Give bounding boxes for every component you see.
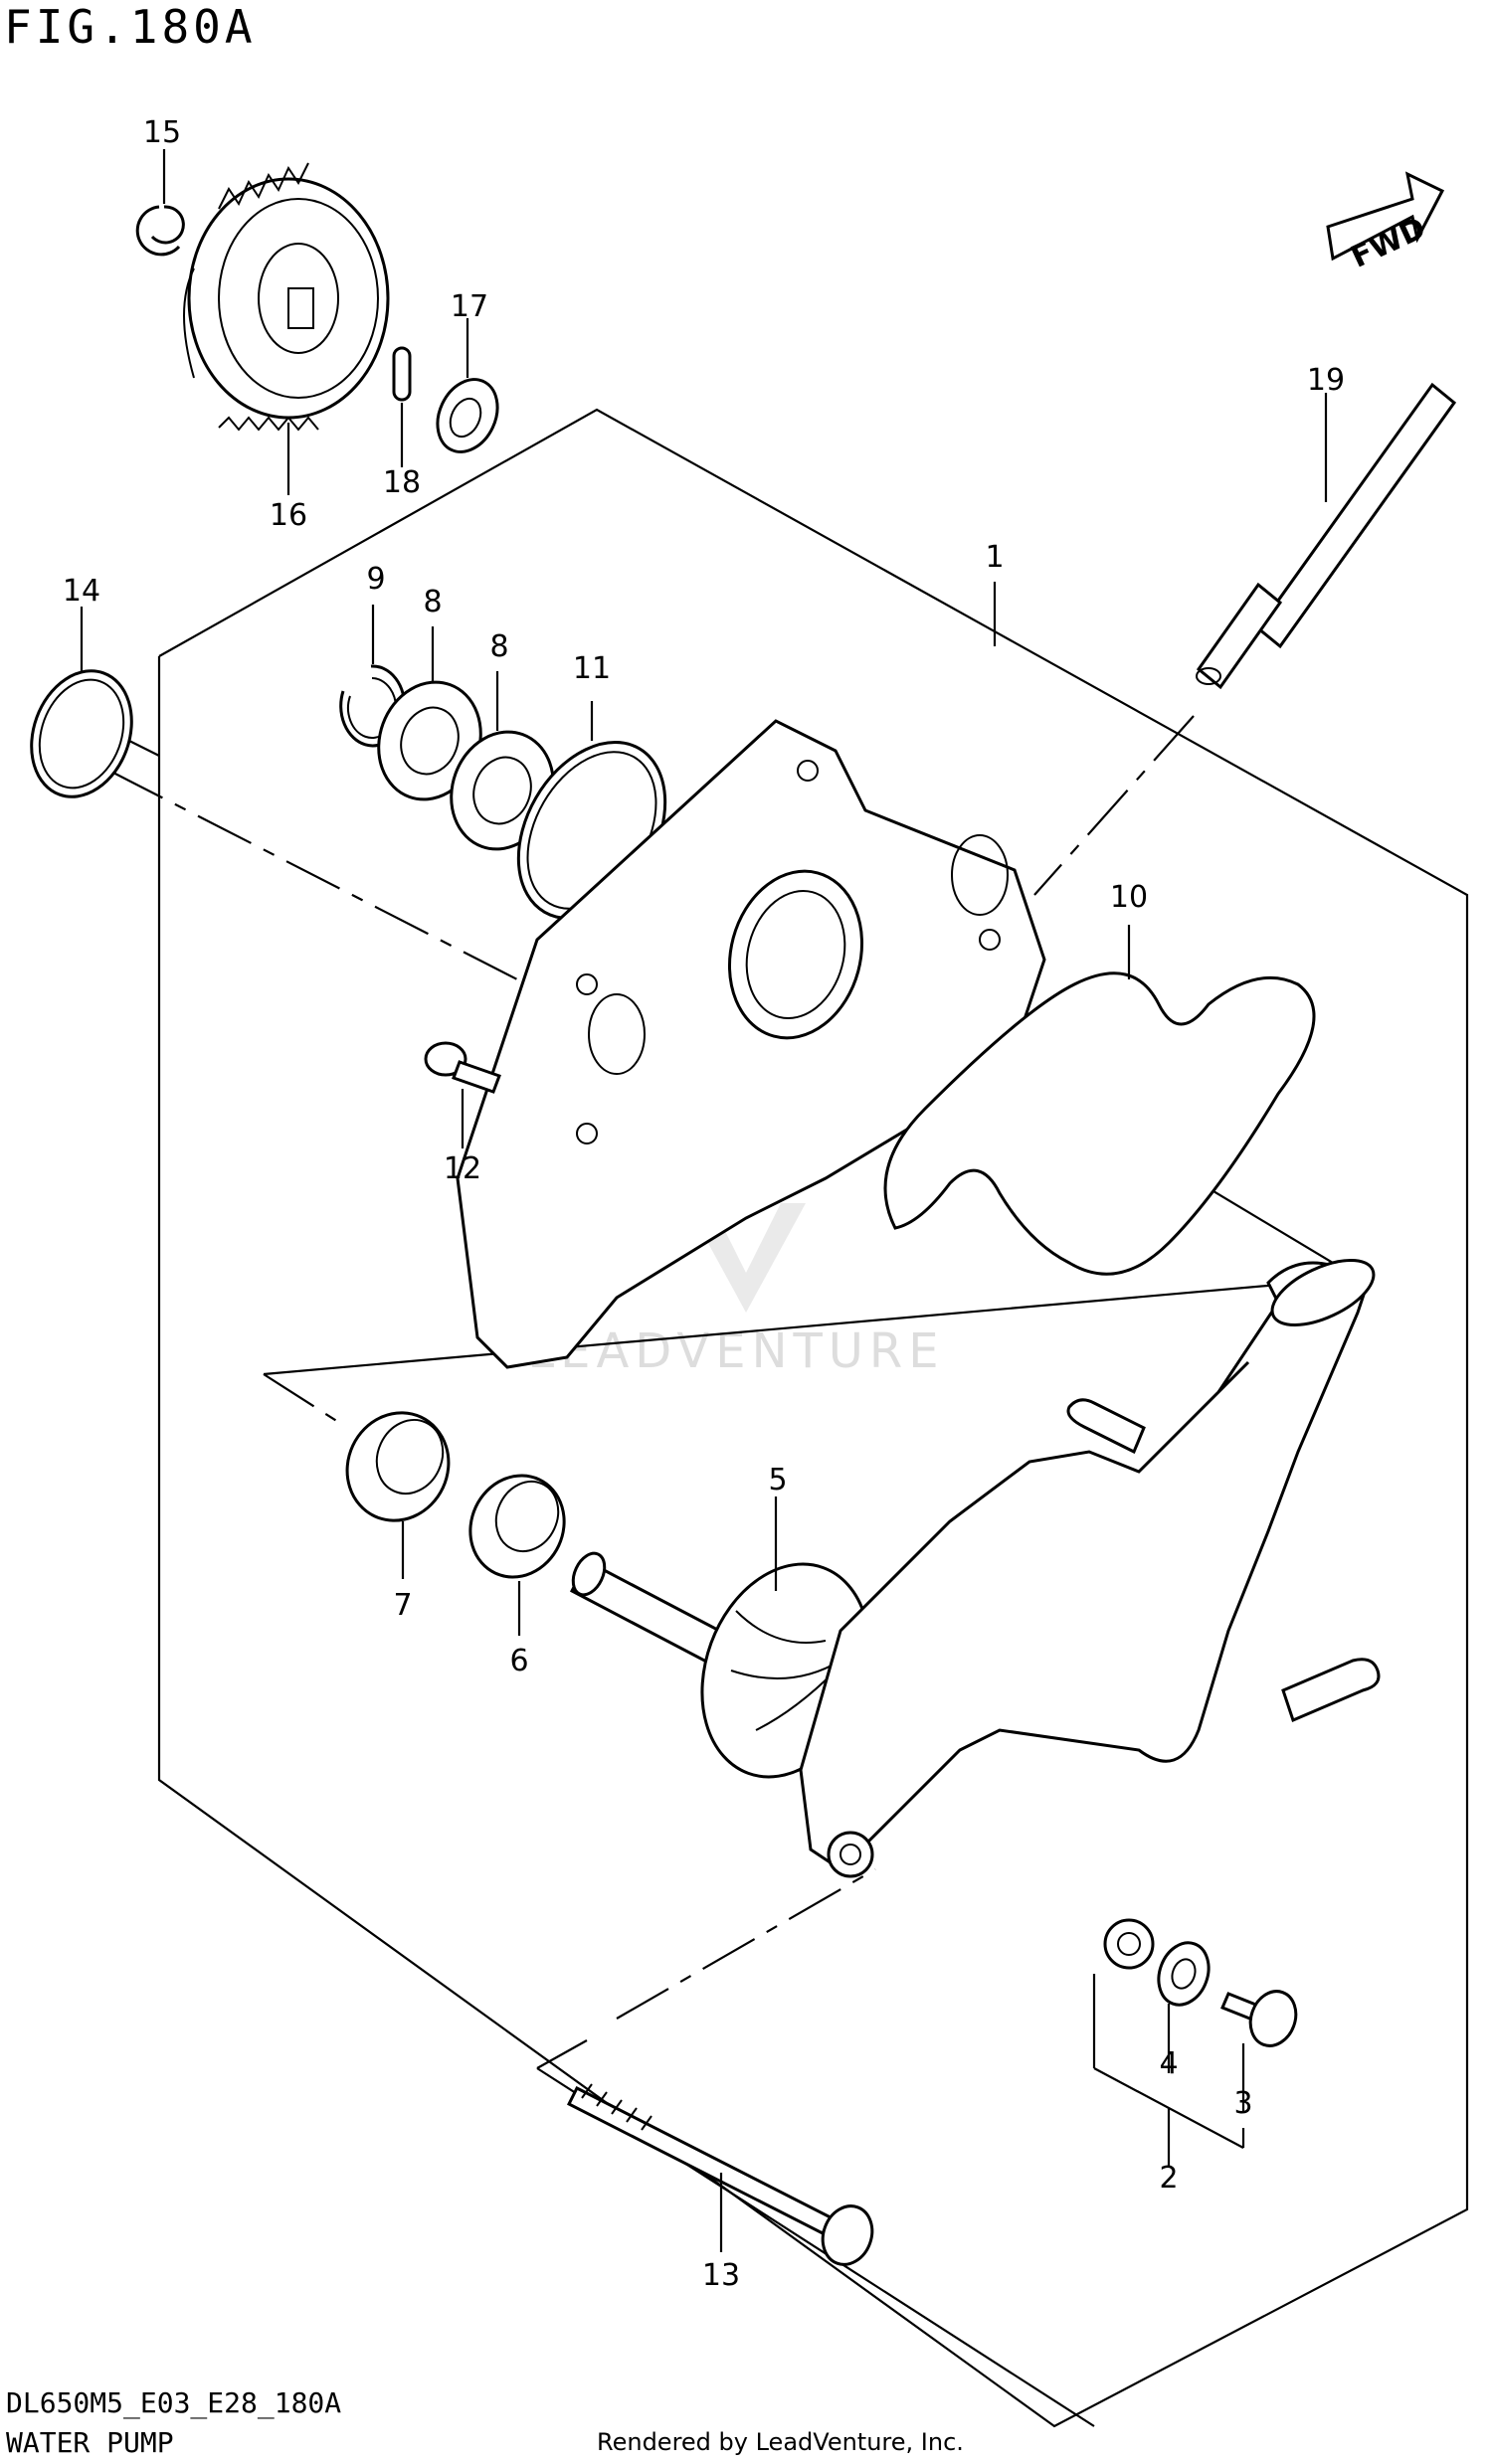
callout-13: 13 bbox=[702, 2258, 740, 2293]
part-7-seal bbox=[345, 1411, 451, 1522]
callout-7: 7 bbox=[393, 1588, 412, 1623]
callout-10: 10 bbox=[1110, 880, 1148, 915]
footer-note: Rendered by LeadVenture, Inc. bbox=[597, 2428, 964, 2456]
callout-15: 15 bbox=[143, 115, 181, 150]
section-name: WATER PUMP bbox=[6, 2426, 174, 2459]
part-17-washer bbox=[436, 378, 499, 453]
callout-14: 14 bbox=[63, 574, 100, 609]
callout-17: 17 bbox=[451, 289, 488, 324]
pump-body bbox=[799, 1259, 1381, 1970]
callout-16: 16 bbox=[270, 498, 307, 533]
part-16-gear bbox=[183, 162, 390, 432]
part-18-pin bbox=[392, 346, 412, 402]
callout-8a: 8 bbox=[423, 585, 442, 619]
callout-1: 1 bbox=[985, 540, 1004, 575]
part-6-mechanical-seal bbox=[468, 1474, 566, 1579]
callout-8b: 8 bbox=[489, 629, 508, 664]
callout-4: 4 bbox=[1159, 2046, 1178, 2081]
figure-title: FIG.180A bbox=[4, 0, 257, 54]
fwd-arrow: FWD bbox=[1326, 171, 1445, 275]
callout-3: 3 bbox=[1233, 2086, 1252, 2121]
callout-19: 19 bbox=[1307, 363, 1345, 398]
callout-6: 6 bbox=[509, 1644, 528, 1678]
callout-leader-lines bbox=[80, 149, 1328, 2252]
callout-5: 5 bbox=[768, 1463, 787, 1497]
part-10-gasket bbox=[883, 971, 1316, 1276]
pump-case-cover bbox=[456, 719, 1046, 1369]
callout-2: 2 bbox=[1159, 2161, 1178, 2196]
part-15-circlip bbox=[135, 205, 185, 257]
part-13-long-bolt bbox=[566, 2083, 874, 2266]
callout-labels: 1 2 3 4 5 6 7 8 8 9 10 11 12 13 14 15 16… bbox=[63, 115, 1345, 2293]
model-code: DL650M5_E03_E28_180A bbox=[6, 2386, 342, 2419]
part-4-washer bbox=[1157, 1941, 1211, 2007]
part-8-bearing bbox=[377, 680, 555, 851]
callout-12: 12 bbox=[444, 1151, 481, 1186]
part-19-hose bbox=[1196, 382, 1457, 690]
part-3-bolt bbox=[1220, 1990, 1298, 2047]
part-14-o-ring bbox=[30, 669, 133, 798]
callout-9: 9 bbox=[366, 562, 385, 597]
part-12-screw bbox=[424, 1041, 501, 1094]
callout-11: 11 bbox=[573, 651, 611, 686]
callout-18: 18 bbox=[383, 465, 421, 500]
